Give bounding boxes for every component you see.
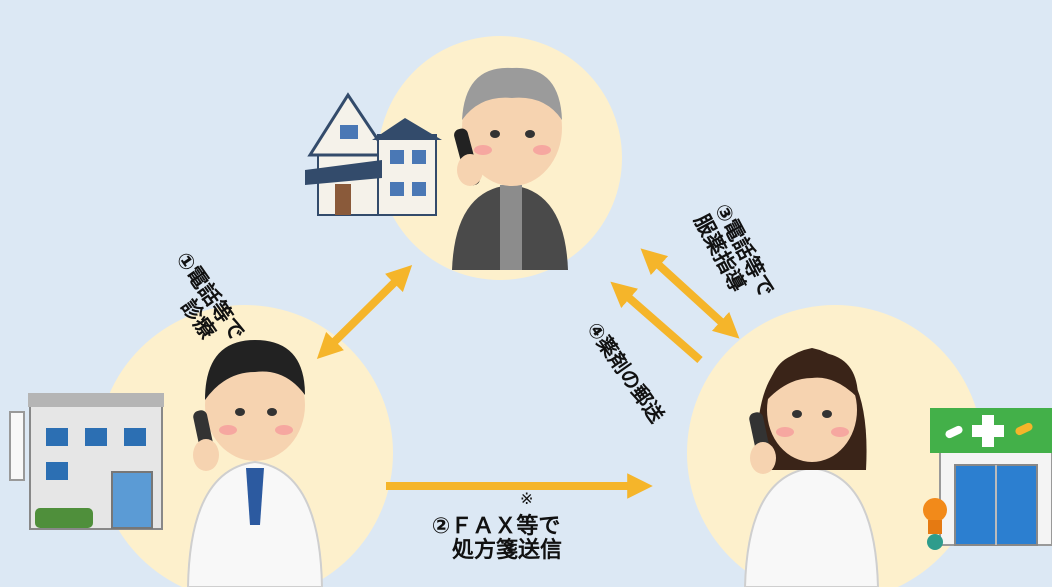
pharmacy-building-icon <box>923 408 1052 550</box>
elderly-man-on-phone-icon <box>452 67 568 270</box>
step2-label: ②ＦＡＸ等で 処方箋送信 <box>430 514 563 564</box>
note-mark: ※ <box>520 489 534 508</box>
male-doctor-on-phone-icon <box>186 340 324 587</box>
mascot-icon <box>923 498 947 522</box>
female-pharmacist-on-phone-icon <box>743 348 880 587</box>
house-icon <box>305 92 442 216</box>
step2-line2: 処方箋送信 <box>452 538 563 564</box>
arrow-doctor-patient <box>316 265 413 359</box>
arrow-pharmacy-to-patient <box>610 281 703 364</box>
step2-line1: ②ＦＡＸ等で <box>431 514 561 539</box>
clinic-building-icon <box>9 393 164 530</box>
arrow-pharmacist-patient <box>640 248 740 339</box>
